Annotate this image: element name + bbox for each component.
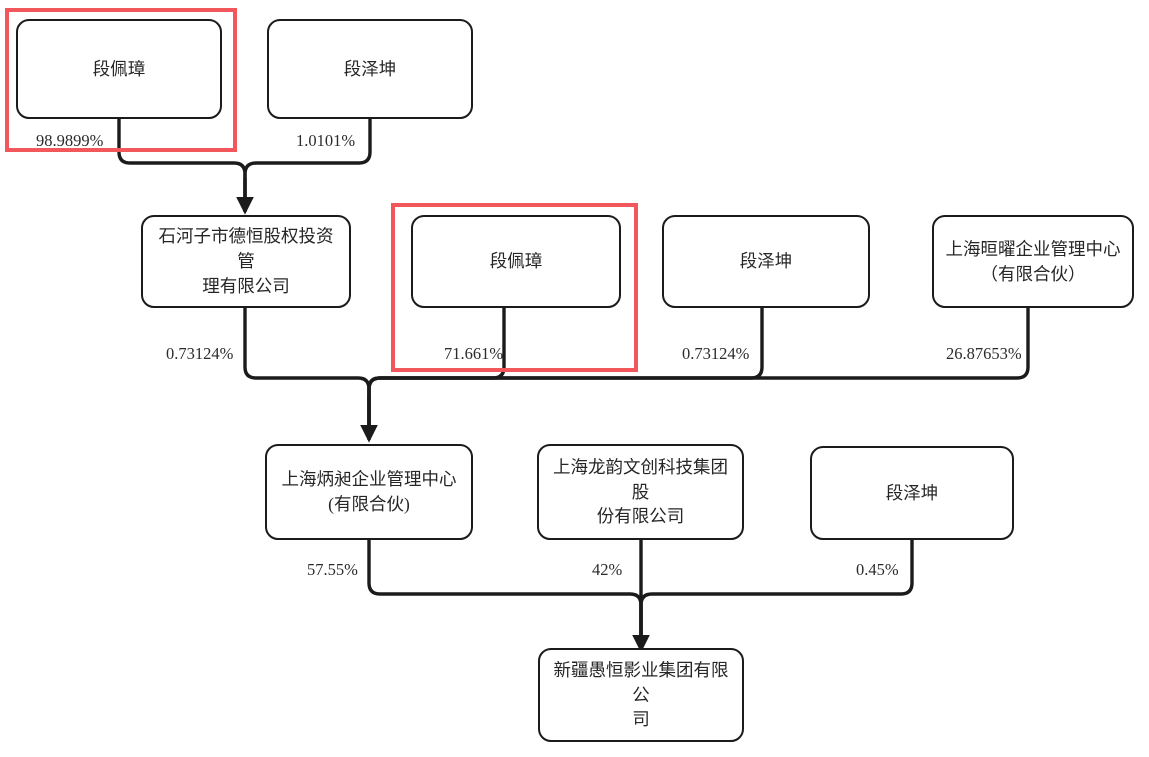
node-duan-peizhang-mid[interactable]: 段佩璋 (411, 215, 621, 308)
node-duan-peizhang-top[interactable]: 段佩璋 (16, 19, 222, 119)
node-label: 段泽坤 (739, 251, 793, 272)
edge-n4-n7 (367, 308, 506, 430)
node-shanghai-xuanyao[interactable]: 上海晅曜企业管理中心 （有限合伙） (932, 215, 1134, 308)
node-label: 段佩璋 (489, 251, 543, 272)
node-label: 段佩璋 (92, 58, 146, 79)
edge-percent-n6-n7: 26.87653% (946, 344, 1022, 363)
node-label: 段泽坤 (343, 58, 397, 79)
node-shanghai-bingchang[interactable]: 上海炳昶企业管理中心 (有限合伙) (265, 444, 473, 540)
edge-n6-n7 (367, 308, 1030, 430)
edge-percent-n8-n10: 42% (592, 560, 623, 579)
edge-n5-n7 (367, 308, 764, 430)
edge-percent-n3-n7: 0.73124% (166, 344, 234, 363)
edge-percent-n2-n3: 1.0101% (296, 131, 356, 150)
node-shihezi-deheng[interactable]: 石河子市德恒股权投资管 理有限公司 (141, 215, 351, 308)
node-label: 上海炳昶企业管理中心 (有限合伙) (281, 469, 457, 514)
node-label: 石河子市德恒股权投资管 理有限公司 (158, 226, 334, 296)
edge-n7-n10 (367, 540, 643, 640)
edge-percent-n9-n10: 0.45% (856, 560, 899, 579)
edge-percent-n7-n10: 57.55% (307, 560, 358, 579)
edge-percent-n1-n3: 98.9899% (36, 131, 104, 150)
node-duan-zekun-mid[interactable]: 段泽坤 (662, 215, 870, 308)
node-label: 段泽坤 (885, 482, 939, 503)
node-duan-zekun-low[interactable]: 段泽坤 (810, 446, 1014, 540)
node-xinjiang-yuheng[interactable]: 新疆愚恒影业集团有限公 司 (538, 648, 744, 742)
edge-n3-n7 (243, 308, 371, 430)
edge-n9-n10 (639, 540, 914, 640)
node-label: 新疆愚恒影业集团有限公 司 (553, 659, 729, 730)
edge-n1-n3 (117, 119, 247, 205)
node-label: 上海龙韵文创科技集团股 份有限公司 (553, 456, 728, 527)
edge-percent-n4-n7: 71.661% (444, 344, 504, 363)
node-duan-zekun-top[interactable]: 段泽坤 (267, 19, 473, 119)
node-shanghai-longyun[interactable]: 上海龙韵文创科技集团股 份有限公司 (537, 444, 744, 540)
edge-percent-n5-n7: 0.73124% (682, 344, 750, 363)
node-label: 上海晅曜企业管理中心 （有限合伙） (945, 238, 1121, 284)
